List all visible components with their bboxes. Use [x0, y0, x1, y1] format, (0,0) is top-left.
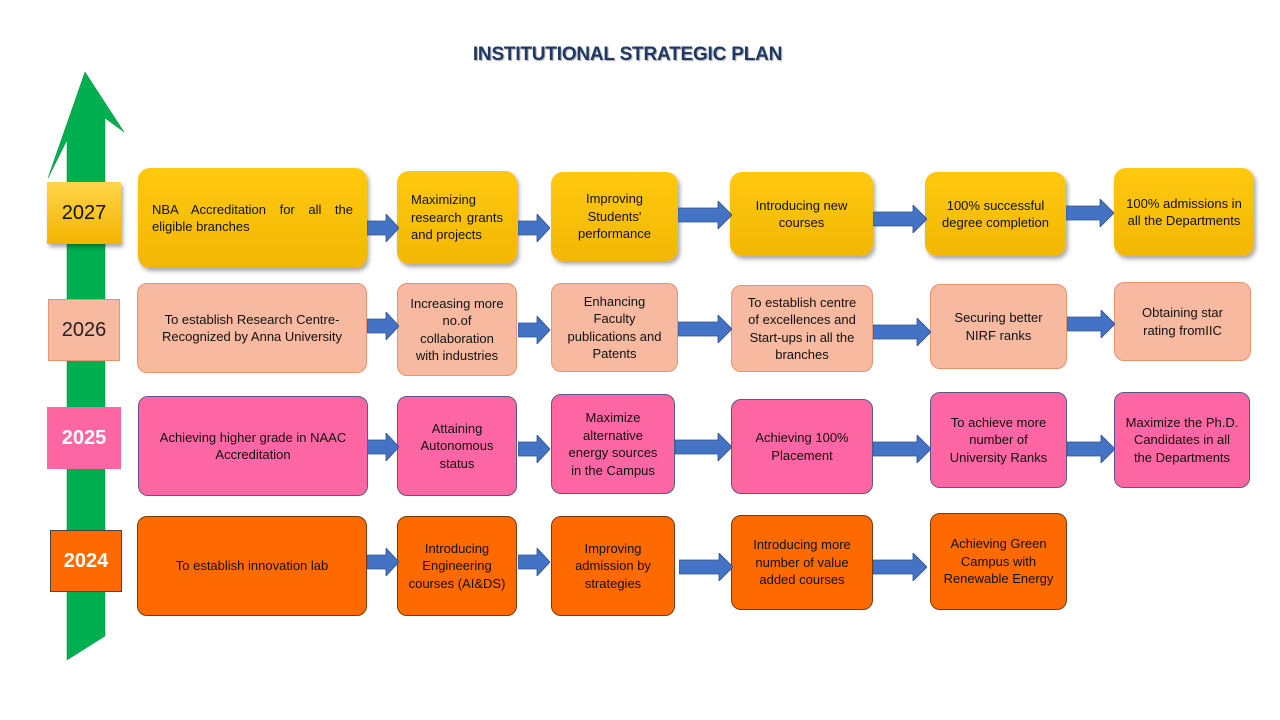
goal-university-ranks: To achieve more number of University Ran…: [930, 392, 1067, 488]
flow-arrow: [678, 315, 732, 343]
flow-arrow: [873, 435, 931, 463]
page-title: INSTITUTIONAL STRATEGIC PLAN: [472, 44, 783, 65]
goal-research-centre: To establish Research Centre- Recognized…: [137, 283, 367, 373]
flow-arrow: [367, 312, 399, 340]
goal-autonomous-status: Attaining Autonomous status: [397, 396, 517, 496]
goal-naac-accreditation: Achieving higher grade in NAAC Accredita…: [138, 396, 368, 496]
flow-arrow: [367, 433, 399, 461]
flow-arrow: [678, 201, 732, 229]
flow-arrow: [679, 553, 733, 581]
flow-arrow: [873, 205, 927, 233]
goal-new-courses: Introducing new courses: [730, 172, 873, 256]
goal-green-campus: Achieving Green Campus with Renewable En…: [930, 513, 1067, 610]
goal-phd-candidates: Maximize the Ph.D. Candidates in all the…: [1114, 392, 1250, 488]
goal-value-added-courses: Introducing more number of value added c…: [731, 515, 873, 610]
goal-nirf-ranks: Securing better NIRF ranks: [930, 284, 1067, 369]
goal-engineering-courses: Introducing Engineering courses (AI&DS): [397, 516, 517, 616]
goal-iic-star-rating: Obtaining star rating fromIIC: [1114, 282, 1251, 361]
goal-alternative-energy: Maximize alternative energy sources in t…: [551, 394, 675, 494]
flow-arrow: [873, 318, 931, 346]
flow-arrow: [518, 435, 550, 463]
goal-industry-collaboration: Increasing more no.of collaboration with…: [397, 283, 517, 376]
year-2027: 2027: [47, 182, 121, 244]
flow-arrow: [518, 214, 550, 242]
flow-arrow: [675, 433, 732, 461]
goal-research-grants: Maximizing research grants and projects: [397, 171, 517, 264]
goal-student-performance: Improving Students' performance: [551, 172, 678, 261]
flow-arrow: [367, 214, 399, 242]
flow-arrow: [518, 548, 550, 576]
year-2026: 2026: [48, 299, 120, 361]
flow-arrow: [1066, 199, 1114, 227]
goal-innovation-lab: To establish innovation lab: [137, 516, 367, 616]
goal-admissions: 100% admissions in all the Departments: [1114, 168, 1254, 256]
goal-admission-strategies: Improving admission by strategies: [551, 516, 675, 616]
goal-faculty-publications: Enhancing Faculty publications and Paten…: [551, 283, 678, 372]
goal-centre-of-excellence: To establish centre of excellences and S…: [731, 285, 873, 372]
flow-arrow: [1067, 310, 1115, 338]
year-2025: 2025: [47, 407, 121, 469]
flow-arrow: [367, 548, 399, 576]
goal-degree-completion: 100% successful degree completion: [925, 172, 1066, 256]
flow-arrow: [873, 553, 927, 581]
flow-arrow: [518, 316, 550, 344]
flow-arrow: [1067, 435, 1115, 463]
year-2024: 2024: [50, 530, 122, 592]
goal-nba-accreditation: NBA Accreditation for all the eligible b…: [138, 168, 367, 268]
goal-placement: Achieving 100% Placement: [731, 399, 873, 494]
